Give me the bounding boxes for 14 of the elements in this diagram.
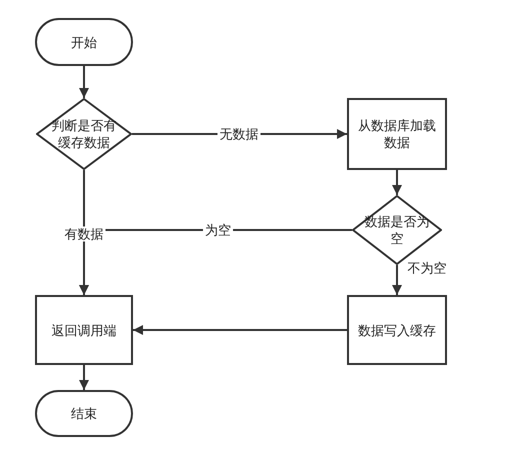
- arrow: [392, 265, 402, 295]
- terminal-box: 结束: [35, 390, 133, 437]
- edge-label: 有数据: [62, 226, 106, 242]
- arrow: [79, 365, 89, 390]
- process-box: 返回调用端: [35, 295, 133, 365]
- process-box: 从数据库加载数据: [347, 98, 447, 170]
- decision-diamond: 判断是否有缓存数据: [36, 98, 132, 170]
- arrow: [392, 170, 402, 195]
- terminal-box: 开始: [35, 18, 133, 66]
- arrow: [79, 66, 89, 98]
- process-box: 数据写入缓存: [347, 295, 447, 365]
- arrow: [133, 325, 347, 335]
- edge-label: 无数据: [218, 126, 260, 142]
- edge-label: 为空: [203, 222, 233, 238]
